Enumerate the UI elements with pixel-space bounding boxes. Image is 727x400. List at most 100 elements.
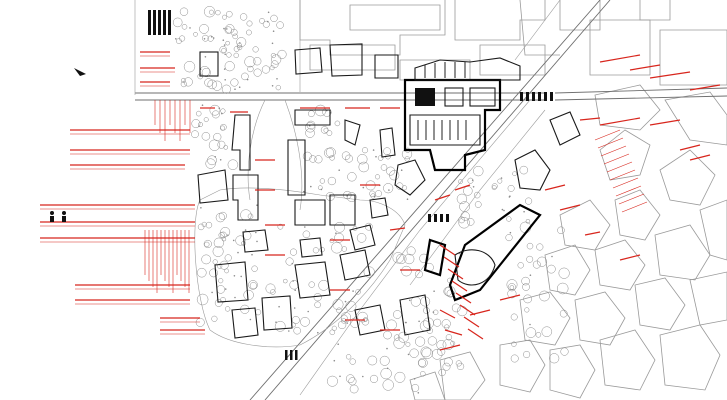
section-line xyxy=(599,54,641,63)
tree xyxy=(442,338,454,351)
shrub xyxy=(223,68,226,70)
shrub xyxy=(509,195,511,197)
shrub xyxy=(198,125,200,127)
tree xyxy=(314,301,321,309)
tree xyxy=(349,317,361,328)
section-line xyxy=(439,344,461,351)
tree xyxy=(346,192,357,202)
tree xyxy=(212,259,218,265)
tree xyxy=(337,320,347,330)
tree xyxy=(241,72,249,81)
shrub xyxy=(375,155,377,158)
tree xyxy=(222,14,227,20)
section-line xyxy=(544,184,566,191)
tree xyxy=(411,384,420,392)
tree xyxy=(211,110,220,119)
tree xyxy=(369,190,376,197)
tree xyxy=(233,52,239,59)
section-line xyxy=(612,177,639,189)
tree xyxy=(233,46,240,52)
tree xyxy=(349,384,359,394)
shrub xyxy=(413,378,416,380)
tree xyxy=(345,300,357,312)
tree xyxy=(386,319,397,331)
tree xyxy=(491,183,498,190)
tree xyxy=(207,35,214,42)
tree xyxy=(549,353,560,364)
church-complex xyxy=(403,57,521,172)
shrub xyxy=(272,30,275,32)
tree xyxy=(375,190,382,198)
shrub xyxy=(317,331,319,334)
tree xyxy=(473,165,484,177)
tree xyxy=(212,245,224,257)
shrub xyxy=(310,185,312,188)
shrub xyxy=(223,27,225,30)
tree xyxy=(420,371,426,377)
tree xyxy=(383,147,391,156)
shrub xyxy=(238,86,241,88)
shrub xyxy=(278,305,280,308)
tree xyxy=(181,24,188,30)
tree xyxy=(302,230,311,239)
section-line xyxy=(609,169,636,181)
tree xyxy=(506,279,518,291)
section-line xyxy=(467,328,484,340)
shrub xyxy=(417,392,420,394)
shrub xyxy=(224,288,227,290)
tree xyxy=(199,66,210,77)
shrub xyxy=(175,38,177,40)
tree xyxy=(214,299,223,307)
tree xyxy=(302,151,312,161)
tree xyxy=(512,171,517,177)
tree xyxy=(312,247,319,254)
shrub xyxy=(271,85,274,87)
tree xyxy=(265,283,276,294)
section-line xyxy=(597,137,624,149)
tree xyxy=(191,130,199,139)
tree xyxy=(451,303,461,313)
tree xyxy=(179,35,186,42)
shrub xyxy=(219,159,222,161)
tree xyxy=(205,158,216,169)
tree xyxy=(380,164,388,171)
tree xyxy=(239,13,248,21)
tree xyxy=(236,42,242,48)
shrub xyxy=(237,251,239,254)
tree xyxy=(201,221,207,227)
tree xyxy=(293,326,301,335)
shrub xyxy=(333,359,336,362)
tree xyxy=(224,61,235,72)
tree xyxy=(509,285,515,290)
tree xyxy=(199,24,209,34)
tree xyxy=(220,123,227,131)
shrub xyxy=(221,112,223,115)
tree xyxy=(221,84,231,94)
tree xyxy=(261,65,270,74)
tree xyxy=(209,268,218,278)
tree xyxy=(363,266,375,278)
tree xyxy=(252,46,259,53)
tree xyxy=(251,265,258,272)
tree xyxy=(441,319,451,329)
tree xyxy=(217,140,226,149)
shrub xyxy=(201,104,204,106)
tree xyxy=(560,347,569,356)
tree xyxy=(456,193,468,205)
tree xyxy=(275,84,281,91)
shrub xyxy=(344,300,347,303)
tree xyxy=(216,285,225,294)
tree xyxy=(204,78,213,87)
tree xyxy=(383,330,392,340)
tree xyxy=(195,317,205,327)
tree xyxy=(526,255,534,263)
shrub xyxy=(244,229,247,231)
tree xyxy=(274,320,286,332)
tree xyxy=(556,282,569,295)
tree xyxy=(334,221,345,233)
tree xyxy=(444,324,450,330)
section-line xyxy=(649,71,691,79)
tree xyxy=(401,185,408,191)
tree xyxy=(249,282,257,290)
